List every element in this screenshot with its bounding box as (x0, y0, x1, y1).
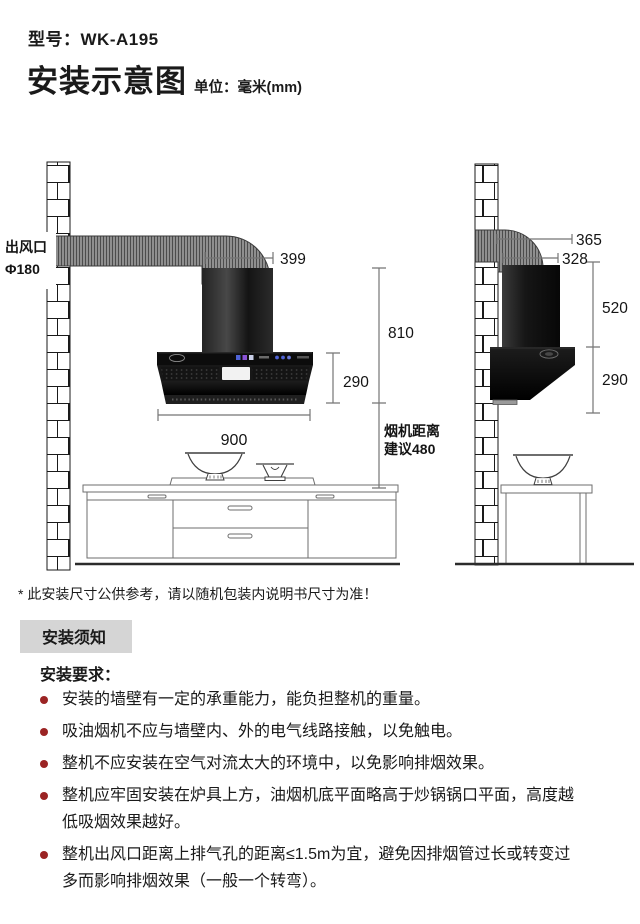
side-view: 365 328 520 290 (455, 163, 634, 566)
install-note-item: 安装的墙壁有一定的承重能力，能负担整机的重量。 (38, 686, 613, 713)
outlet-label-line1: 出风口 (5, 239, 47, 255)
page-title: 安装示意图 (27, 64, 187, 99)
drawer-handle-2 (227, 533, 253, 539)
dim-hood-width: 900 (221, 432, 248, 449)
side-dimensions (496, 234, 600, 414)
side-hood (490, 347, 575, 405)
requirements-label: 安装要求： (40, 667, 121, 684)
distance-note-line1: 烟机距离 (384, 423, 440, 439)
reference-footnote: * 此安装尺寸公供参考，请以随机包装内说明书尺寸为准！ (18, 586, 378, 602)
dim-duct-depth: 365 (576, 232, 602, 249)
front-chimney (202, 268, 273, 352)
install-note-item: 吸油烟机不应与墙壁内、外的电气线路接触，以免触电。 (38, 718, 613, 745)
door-handle-left (147, 494, 167, 499)
install-note-text: 整机不应安装在空气对流太大的环境中，以免影响排烟效果。 (62, 755, 495, 772)
hood-filter-left (161, 367, 219, 380)
front-wall-lower (46, 265, 71, 571)
unit-label: 单位：毫米(mm) (194, 80, 302, 96)
install-note-item: 整机应牢固安装在炉具上方，油烟机底平面略高于炒锅锅口平面，高度越 低吸烟效果越好… (38, 782, 613, 836)
dim-chimney-width: 399 (280, 251, 306, 268)
burner-front (256, 463, 294, 481)
hood-control-buttons (236, 355, 291, 360)
stove-platform (169, 477, 316, 486)
install-note-text: 安装的墙壁有一定的承重能力，能负担整机的重量。 (62, 691, 431, 708)
installation-notes-list: 安装的墙壁有一定的承重能力，能负担整机的重量。 吸油烟机不应与墙壁内、外的电气线… (38, 686, 613, 900)
dim-hood-height-side: 290 (602, 372, 628, 389)
wok-front (184, 452, 246, 481)
dim-hood-height-front: 290 (343, 374, 369, 391)
distance-note-line2: 建议480 (384, 441, 436, 457)
front-cabinet (82, 477, 399, 559)
outlet-label-line2: Φ180 (5, 261, 40, 277)
wok-side (512, 454, 574, 486)
model-number-label: 型号：WK-A195 (28, 30, 159, 49)
install-note-item: 整机出风口距离上排气孔的距离≤1.5m为宜，避免因排烟管过长或转变过 多而影响排… (38, 841, 613, 895)
install-note-text: 吸油烟机不应与墙壁内、外的电气线路接触，以免触电。 (62, 723, 463, 740)
door-handle-right (315, 494, 335, 499)
notice-section-title: 安装须知 (20, 620, 133, 653)
front-hood (157, 352, 313, 404)
side-table (500, 484, 593, 563)
install-note-item: 整机不应安装在空气对流太大的环境中，以免影响排烟效果。 (38, 750, 613, 777)
dim-height-total: 810 (388, 325, 414, 342)
bullet-icon (40, 728, 48, 736)
front-dimensions (157, 252, 386, 489)
bullet-icon (40, 696, 48, 704)
dim-chimney-height: 520 (602, 300, 628, 317)
bullet-icon (40, 851, 48, 859)
drawer-handle-1 (227, 505, 253, 511)
installation-diagram: 出风口 Φ180 (2, 161, 634, 571)
hood-light-panel (222, 367, 250, 380)
hood-filter-right (252, 367, 309, 380)
hood-logo (169, 353, 185, 363)
install-note-text: 整机应牢固安装在炉具上方，油烟机底平面略高于炒锅锅口平面，高度越 低吸烟效果越好… (62, 787, 575, 831)
bullet-icon (40, 760, 48, 768)
bullet-icon (40, 792, 48, 800)
hood-side-foot (492, 399, 518, 405)
side-wall-upper (474, 163, 499, 231)
dim-chimney-depth: 328 (562, 251, 588, 268)
front-wall-upper (46, 161, 71, 237)
side-chimney (502, 265, 560, 347)
outlet-label-box (2, 232, 56, 289)
side-wall-lower (474, 261, 499, 566)
front-view: 出风口 Φ180 (2, 161, 440, 571)
install-note-text: 整机出风口距离上排气孔的距离≤1.5m为宜，避免因排烟管过长或转变过 多而影响排… (62, 846, 571, 890)
